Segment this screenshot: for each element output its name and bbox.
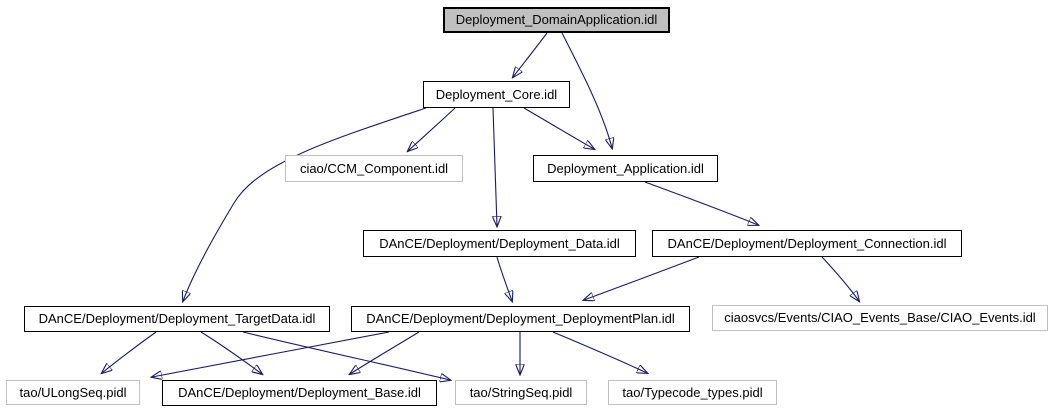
node-deployment-targetdata-idl[interactable]: DAnCE/Deployment/Deployment_TargetData.i…: [24, 306, 330, 332]
edge-deployment-plan-to-typecode-types: [552, 331, 647, 373]
node-deployment-domainapplication-idl: Deployment_DomainApplication.idl: [443, 7, 670, 33]
edge-domain-application-to-core: [513, 32, 548, 77]
edge-target-data-to-ulongseq: [102, 331, 157, 373]
edge-core-to-ccm-component: [408, 107, 456, 151]
node-deployment-connection-idl[interactable]: DAnCE/Deployment/Deployment_Connection.i…: [652, 230, 962, 257]
node-tao-ulongseq-pidl: tao/ULongSeq.pidl: [6, 380, 140, 405]
edge-core-to-target-data: [183, 107, 427, 301]
edge-application-to-connection: [644, 181, 758, 225]
edge-domain-application-to-application: [561, 32, 612, 148]
node-deployment-core-idl[interactable]: Deployment_Core.idl: [423, 81, 570, 108]
edge-deployment-plan-to-ulongseq: [152, 331, 390, 377]
node-ciao-ccm-component-idl: ciao/CCM_Component.idl: [285, 155, 463, 182]
edge-data-to-deployment-plan: [496, 256, 512, 301]
node-tao-typecode-types-pidl: tao/Typecode_types.pidl: [608, 380, 777, 405]
node-ciao-events-idl: ciaosvcs/Events/CIAO_Events_Base/CIAO_Ev…: [712, 305, 1048, 331]
edge-connection-to-ciao-events: [821, 256, 859, 301]
edge-deployment-plan-to-base: [350, 331, 420, 374]
node-deployment-deploymentplan-idl[interactable]: DAnCE/Deployment/Deployment_DeploymentPl…: [351, 306, 690, 332]
edge-target-data-to-base: [200, 331, 262, 374]
node-deployment-application-idl[interactable]: Deployment_Application.idl: [533, 155, 718, 182]
edge-target-data-to-stringseq: [242, 331, 450, 380]
node-deployment-base-idl[interactable]: DAnCE/Deployment/Deployment_Base.idl: [162, 380, 437, 406]
node-deployment-data-idl[interactable]: DAnCE/Deployment/Deployment_Data.idl: [363, 230, 636, 257]
edge-core-to-application: [523, 107, 594, 149]
edge-connection-to-deployment-plan: [584, 256, 700, 300]
node-tao-stringseq-pidl: tao/StringSeq.pidl: [455, 380, 587, 405]
edge-core-to-data: [493, 107, 497, 226]
